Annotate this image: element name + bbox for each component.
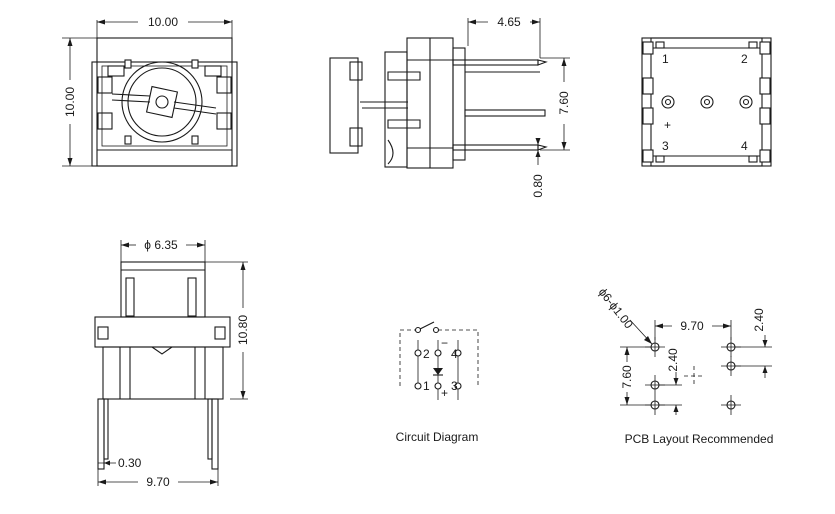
circuit-minus: −	[441, 336, 448, 350]
side-pin-dim: 0.80	[531, 174, 545, 198]
circuit-caption: Circuit Diagram	[396, 430, 479, 444]
circuit-pin1: 1	[423, 379, 430, 393]
back-view: 1 2 3 4 +	[641, 37, 772, 167]
pcb-layout: ϕ6-ϕ1.00	[596, 285, 774, 446]
bottom-pin-dim: 0.30	[118, 456, 142, 470]
circuit-pin3: 3	[451, 379, 458, 393]
bottom-diameter-dim: ϕ 6.35	[144, 238, 178, 252]
circuit-plus: +	[441, 386, 448, 400]
back-pin3: 3	[662, 139, 669, 153]
back-pin4: 4	[741, 139, 748, 153]
front-height-dim: 10.00	[63, 87, 77, 117]
pcb-760-dim: 7.60	[620, 365, 634, 389]
pcb-240b-dim: 2.40	[666, 348, 680, 372]
back-plus: +	[664, 118, 671, 132]
pcb-hole	[721, 395, 741, 415]
side-height-dim: 7.60	[557, 91, 571, 115]
side-top-dim: 4.65	[497, 15, 521, 29]
circuit-pin4: 4	[451, 347, 458, 361]
pcb-caption: PCB Layout Recommended	[625, 432, 774, 446]
circuit-diagram: 2 4 1 3 − + Circuit Diagram	[396, 321, 479, 444]
pcb-970-dim: 9.70	[680, 319, 704, 333]
pcb-240a-dim: 2.40	[752, 308, 766, 332]
circuit-pin2: 2	[423, 347, 430, 361]
back-pin1: 1	[662, 52, 669, 66]
back-pin2: 2	[741, 52, 748, 66]
side-view: 4.65 7.60 0.80	[329, 15, 571, 198]
bottom-height-dim: 10.80	[236, 315, 250, 345]
bottom-view: ϕ 6.35 10.80 0.30	[94, 238, 250, 489]
front-view: 10.00 10.00	[62, 15, 238, 167]
bottom-width-dim: 9.70	[146, 475, 170, 489]
pcb-hole-dim: ϕ6-ϕ1.00	[596, 285, 636, 331]
front-width-dim: 10.00	[148, 15, 178, 29]
